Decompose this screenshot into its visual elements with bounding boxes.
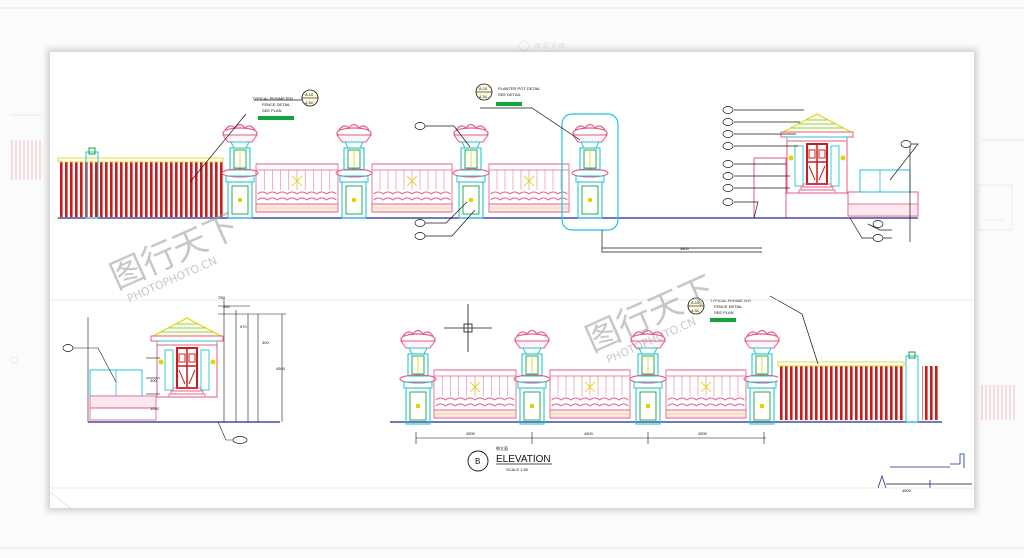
- bottom-right-detail: [877, 453, 972, 489]
- svg-text:300: 300: [262, 340, 269, 345]
- svg-text:4500: 4500: [902, 488, 912, 493]
- callout-planter: A.10 4.34 PLANTER POT DETAIL SEE DETAIL: [475, 83, 541, 106]
- elevation-b: 4500 4500 4500 A.10 4.34 TYPICAL PERIMET…: [390, 295, 972, 493]
- svg-text:A.10: A.10: [305, 92, 314, 97]
- svg-text:4500: 4500: [584, 431, 594, 436]
- callout-typical-fence: TYPICAL PERIMETER FENCE DETAIL SEE PLAN …: [252, 89, 319, 120]
- svg-text:4500: 4500: [466, 431, 476, 436]
- svg-text:4500: 4500: [276, 366, 286, 371]
- svg-text:PLANTER POT DETAIL: PLANTER POT DETAIL: [498, 86, 541, 91]
- upper-fence-railing: [58, 162, 223, 217]
- svg-text:侧立面: 侧立面: [496, 445, 508, 451]
- background-tag-text: 图 纸 详 图: [535, 42, 565, 50]
- svg-text:300: 300: [150, 378, 157, 383]
- svg-text:TYPICAL PERIMETER: TYPICAL PERIMETER: [252, 96, 293, 101]
- ghost-fence-left: [11, 140, 41, 180]
- svg-text:SCALE 1:50: SCALE 1:50: [506, 467, 529, 472]
- svg-text:SEE PLAN: SEE PLAN: [714, 310, 734, 315]
- reference-bubbles-upper: [414, 122, 426, 240]
- gatehouse-elevation-upper: [722, 106, 919, 242]
- planter-detail-outline: [561, 113, 619, 231]
- elevation-b-dimensions: [415, 432, 766, 444]
- svg-text:FENCE DETAIL: FENCE DETAIL: [262, 102, 291, 107]
- svg-text:A.10: A.10: [479, 86, 488, 91]
- svg-text:4.34: 4.34: [479, 94, 488, 99]
- svg-text:450: 450: [223, 304, 230, 309]
- ghost-fence-right: [981, 385, 1015, 420]
- upper-fence-panels: [255, 163, 570, 213]
- drawing-sheet: TYPICAL PERIMETER FENCE DETAIL SEE PLAN …: [50, 52, 974, 508]
- elevation-marker: B: [475, 457, 480, 466]
- watermark-right: 图行天下 PHOTOPHOTO.CN: [580, 268, 721, 366]
- vertical-dims: 750 450 570 300 4500 300 1050: [150, 295, 286, 411]
- crosshair-cursor: [444, 304, 492, 352]
- svg-text:4500: 4500: [698, 431, 708, 436]
- elevation-b-panels: [433, 369, 747, 419]
- svg-text:750: 750: [218, 295, 225, 300]
- elevation-title-block: B 侧立面 ELEVATION SCALE 1:50: [467, 445, 552, 472]
- svg-text:1050: 1050: [150, 406, 160, 411]
- elevation-title: ELEVATION: [496, 454, 551, 465]
- svg-text:TYPICAL PERIMETER: TYPICAL PERIMETER: [710, 298, 751, 303]
- upper-elevation: TYPICAL PERIMETER FENCE DETAIL SEE PLAN …: [57, 83, 762, 253]
- callout-fence-lower: A.10 4.34 TYPICAL PERIMETER FENCE DETAIL…: [687, 297, 751, 322]
- svg-text:570: 570: [240, 324, 247, 329]
- reference-bubbles-gatehouse: [722, 106, 912, 242]
- svg-text:4.34: 4.34: [305, 100, 314, 105]
- svg-text:4.34: 4.34: [691, 308, 700, 313]
- svg-text:SEE PLAN: SEE PLAN: [262, 108, 282, 113]
- elevation-b-fence-railing: [778, 366, 904, 420]
- watermark-left: 图行天下 PHOTOPHOTO.CN: [104, 206, 245, 305]
- gatehouse-elevation-lower: 750 450 570 300 4500 300 1050: [62, 295, 286, 444]
- cad-drawing: TYPICAL PERIMETER FENCE DETAIL SEE PLAN …: [50, 83, 974, 508]
- svg-text:SEE DETAIL: SEE DETAIL: [498, 92, 522, 97]
- svg-text:A.10: A.10: [691, 300, 700, 305]
- svg-text:FENCE DETAIL: FENCE DETAIL: [714, 304, 743, 309]
- svg-text:5800: 5800: [680, 246, 690, 251]
